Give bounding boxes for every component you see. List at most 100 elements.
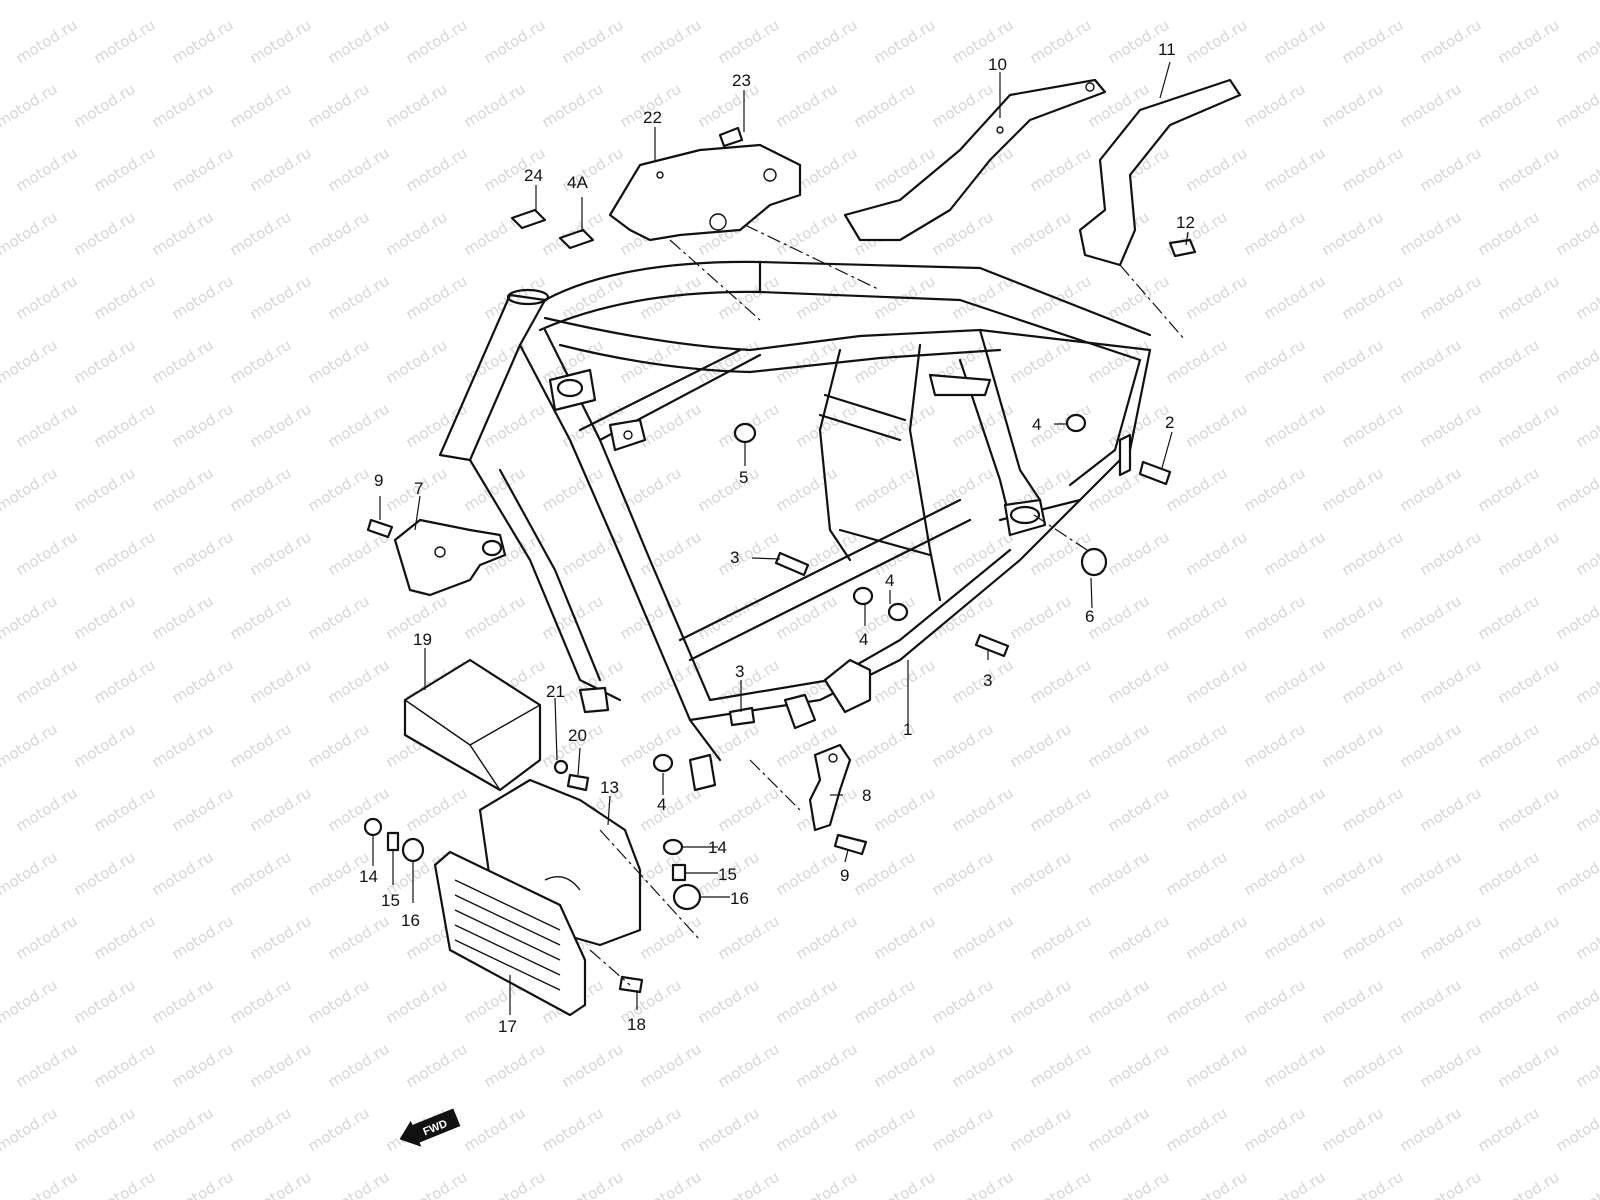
watermark-text: motod.ru: [617, 464, 685, 516]
watermark-text: motod.ru: [1163, 464, 1231, 516]
watermark-text: motod.ru: [383, 208, 451, 260]
watermark-text: motod.ru: [1027, 1168, 1095, 1200]
watermark-text: motod.ru: [325, 1040, 393, 1092]
watermark-text: motod.ru: [403, 144, 471, 196]
watermark-text: motod.ru: [169, 16, 237, 68]
watermark-text: motod.ru: [91, 16, 159, 68]
watermark-text: motod.ru: [1261, 656, 1329, 708]
watermark-text: motod.ru: [871, 1040, 939, 1092]
watermark-text: motod.ru: [149, 720, 217, 772]
watermark-text: motod.ru: [1085, 1104, 1153, 1156]
watermark-text: motod.ru: [91, 656, 159, 708]
watermark-text: motod.ru: [1163, 720, 1231, 772]
watermark-text: motod.ru: [1183, 1168, 1251, 1200]
watermark-text: motod.ru: [871, 656, 939, 708]
watermark-text: motod.ru: [1105, 528, 1173, 580]
watermark-text: motod.ru: [949, 1040, 1017, 1092]
watermark-text: motod.ru: [1417, 784, 1485, 836]
watermark-text: motod.ru: [1105, 656, 1173, 708]
callout-4-top: 4: [1032, 415, 1041, 434]
watermark-text: motod.ru: [851, 848, 919, 900]
callout-3-mid: 3: [730, 548, 739, 567]
callout-5: 5: [739, 468, 748, 487]
watermark-text: motod.ru: [71, 80, 139, 132]
watermark-text: motod.ru: [305, 464, 373, 516]
watermark-text: motod.ru: [247, 272, 315, 324]
watermark-text: motod.ru: [1183, 1040, 1251, 1092]
watermark-text: motod.ru: [539, 1104, 607, 1156]
watermark-text: motod.ru: [539, 0, 607, 3]
watermark-text: motod.ru: [1241, 720, 1309, 772]
watermark-text: motod.ru: [1183, 272, 1251, 324]
watermark-text: motod.ru: [1573, 528, 1600, 580]
callout-10: 10: [988, 55, 1007, 74]
watermark-text: motod.ru: [91, 272, 159, 324]
watermark-text: motod.ru: [773, 848, 841, 900]
watermark-text: motod.ru: [0, 848, 60, 900]
watermark-text: motod.ru: [871, 1168, 939, 1200]
watermark-text: motod.ru: [695, 976, 763, 1028]
watermark-text: motod.ru: [1495, 1168, 1563, 1200]
watermark-text: motod.ru: [247, 1040, 315, 1092]
watermark-text: motod.ru: [539, 592, 607, 644]
watermark-text: motod.ru: [247, 656, 315, 708]
rear-rail-right: [1078, 78, 1242, 267]
watermark-text: motod.ru: [1241, 0, 1309, 3]
watermark-text: motod.ru: [227, 80, 295, 132]
watermark-text: motod.ru: [1495, 1040, 1563, 1092]
watermark-text: motod.ru: [91, 400, 159, 452]
watermark-text: motod.ru: [1319, 592, 1387, 644]
watermark-text: motod.ru: [71, 1104, 139, 1156]
watermark-text: motod.ru: [1417, 656, 1485, 708]
watermark-text: motod.ru: [13, 784, 81, 836]
watermark-text: motod.ru: [1475, 336, 1543, 388]
watermark-text: motod.ru: [637, 16, 705, 68]
callout-13: 13: [600, 778, 619, 797]
watermark-text: motod.ru: [1085, 848, 1153, 900]
callout-3-right: 3: [983, 671, 992, 690]
watermark-text: motod.ru: [71, 0, 139, 3]
watermark-text: motod.ru: [0, 336, 60, 388]
callout-12: 12: [1176, 213, 1195, 232]
watermark-text: motod.ru: [773, 1104, 841, 1156]
watermark-text: motod.ru: [71, 336, 139, 388]
watermark-text: motod.ru: [325, 16, 393, 68]
watermark-text: motod.ru: [1085, 592, 1153, 644]
watermark-text: motod.ru: [13, 1168, 81, 1200]
watermark-text: motod.ru: [305, 592, 373, 644]
callout-16-left: 16: [401, 911, 420, 930]
watermark-text: motod.ru: [695, 1104, 763, 1156]
watermark-text: motod.ru: [1339, 528, 1407, 580]
watermark-text: motod.ru: [13, 400, 81, 452]
watermark-text: motod.ru: [1261, 528, 1329, 580]
watermark-text: motod.ru: [1007, 0, 1075, 3]
watermark-text: motod.ru: [0, 528, 2, 580]
watermark-text: motod.ru: [227, 592, 295, 644]
watermark-text: motod.ru: [91, 784, 159, 836]
watermark-text: motod.ru: [325, 272, 393, 324]
watermark-text: motod.ru: [305, 208, 373, 260]
watermark-text: motod.ru: [695, 336, 763, 388]
watermark-text: motod.ru: [305, 720, 373, 772]
watermark-text: motod.ru: [1495, 912, 1563, 964]
watermark-text: motod.ru: [383, 80, 451, 132]
callout-7: 7: [414, 479, 423, 498]
watermark-text: motod.ru: [247, 16, 315, 68]
watermark-text: motod.ru: [715, 1040, 783, 1092]
watermark-text: motod.ru: [695, 464, 763, 516]
watermark-text: motod.ru: [0, 976, 60, 1028]
watermark-text: motod.ru: [1319, 720, 1387, 772]
watermark-text: motod.ru: [1495, 528, 1563, 580]
watermark-text: motod.ru: [1339, 272, 1407, 324]
callout-18: 18: [627, 1015, 646, 1034]
watermark-text: motod.ru: [715, 272, 783, 324]
watermark-text: motod.ru: [715, 656, 783, 708]
watermark-text: motod.ru: [403, 1040, 471, 1092]
watermark-text: motod.ru: [91, 1168, 159, 1200]
watermark-text: motod.ru: [1573, 912, 1600, 964]
watermark-text: motod.ru: [1339, 16, 1407, 68]
watermark-text: motod.ru: [1007, 592, 1075, 644]
watermark-text: motod.ru: [71, 208, 139, 260]
watermark-text: motod.ru: [71, 720, 139, 772]
watermark-text: motod.ru: [1007, 336, 1075, 388]
